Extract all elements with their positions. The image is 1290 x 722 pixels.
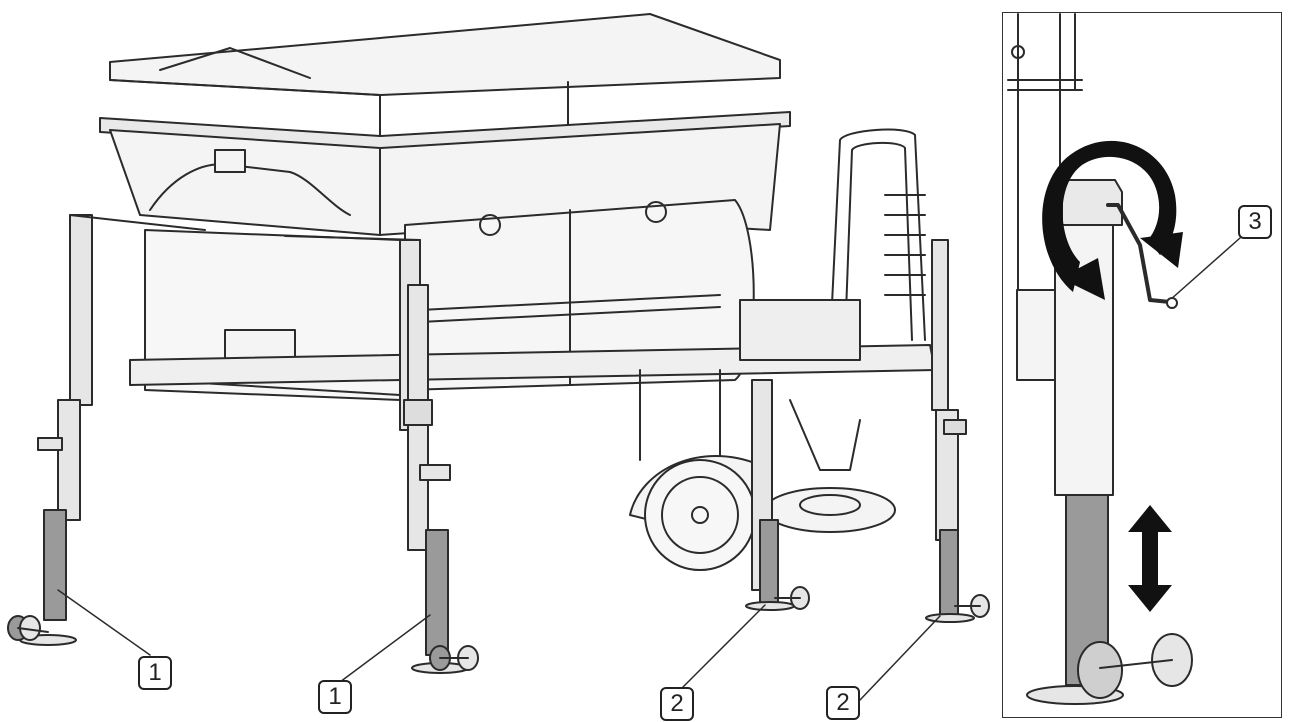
chassis (129, 344, 936, 461)
front-left-jack-stand (7, 214, 206, 646)
leader-lines (57, 237, 1241, 701)
spinner-drum (404, 199, 755, 391)
rear-right-jack-stand (925, 239, 990, 623)
callout-rear-right: 2 (826, 686, 860, 720)
crank-handle (1106, 203, 1172, 304)
callout-front-right: 1 (318, 680, 352, 714)
callout-rear-left: 2 (660, 687, 694, 721)
trailer-wheel (629, 455, 761, 571)
front-right-jack-stand (284, 235, 479, 674)
up-down-arrow-icon (1128, 505, 1172, 612)
spreader-gearbox (739, 299, 896, 533)
callout-front-left: 1 (138, 656, 172, 690)
ladder (829, 128, 926, 346)
detail-wheel-left (1077, 641, 1123, 699)
callout-crank-handle: 3 (1238, 205, 1272, 239)
detail-panel-frame (1002, 12, 1282, 718)
hopper-front-face (109, 129, 381, 236)
rotate-arrow-icon (1042, 140, 1183, 300)
rear-left-jack-stand (745, 379, 810, 611)
